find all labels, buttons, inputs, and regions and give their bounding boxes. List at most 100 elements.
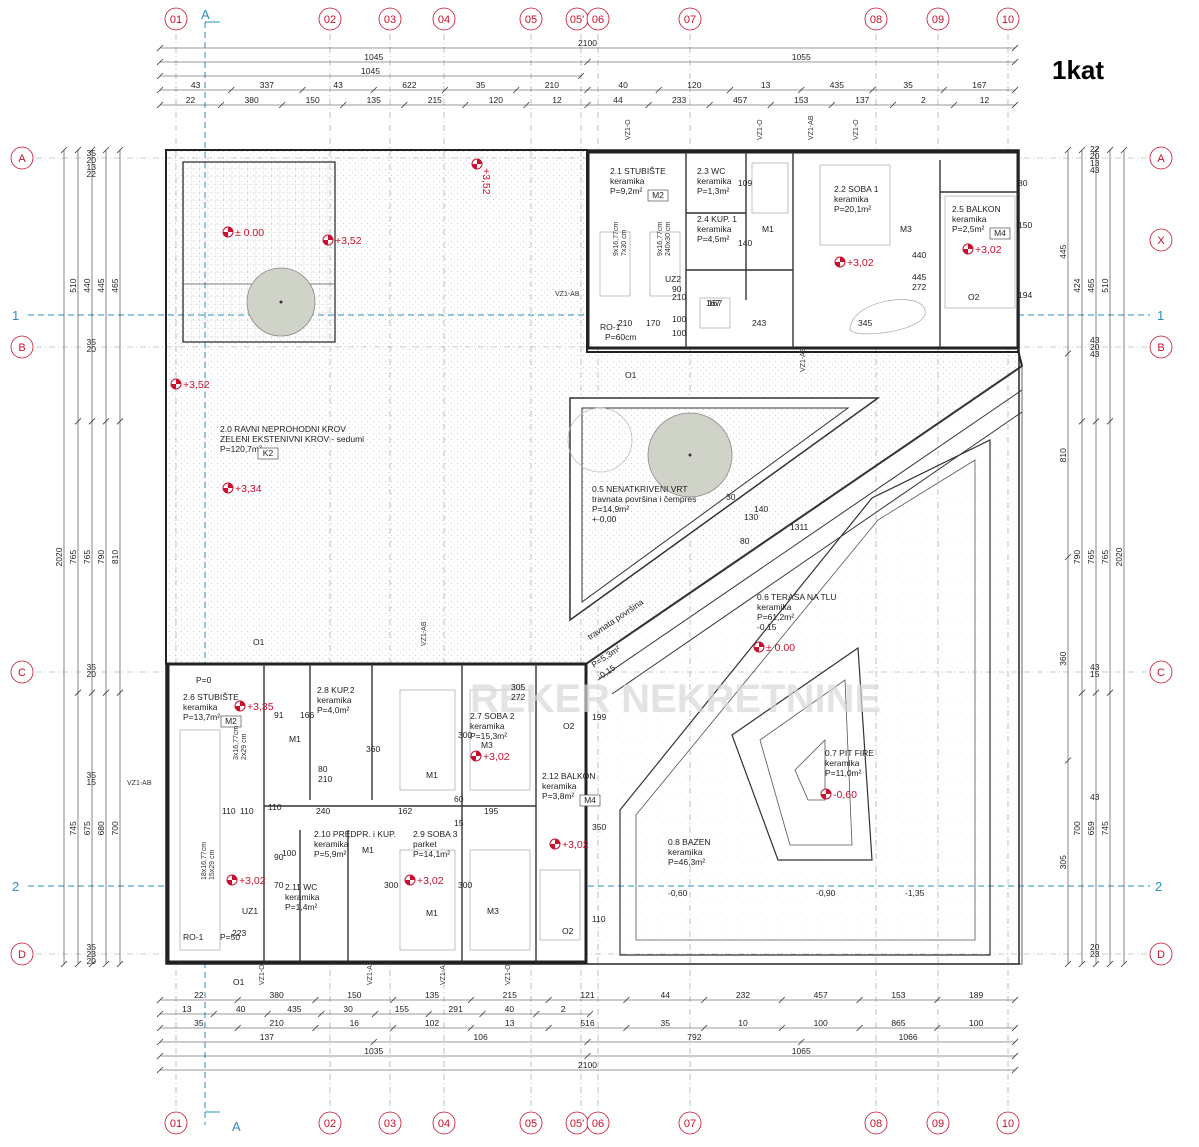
internal-dimension: 100 [672, 328, 686, 338]
vz-label: VZ1-AB [421, 621, 428, 646]
dimension-value: 22 [186, 95, 196, 105]
level-value: +3,02 [483, 751, 510, 763]
dimension-value: 2 [921, 95, 926, 105]
element-code: M3 [487, 906, 499, 916]
dimension-value: 100 [969, 1018, 983, 1028]
internal-dimension: 109 [738, 178, 752, 188]
row-bubble-D [1149, 942, 1173, 966]
element-code: M1 [362, 845, 374, 855]
column-bubble-06 [586, 1111, 610, 1135]
dimension-value-small: 20 [87, 344, 97, 354]
row-bubble-label: B [18, 342, 25, 354]
dimension-value: 510 [1100, 278, 1110, 292]
element-code: M1 [426, 908, 438, 918]
stair-note: 240x30 cm [665, 222, 672, 256]
stair-note: 7x30 cm [621, 229, 628, 256]
row-bubble-label: A [18, 153, 26, 165]
internal-dimension: 110 [592, 914, 606, 924]
room-label: keramika [183, 702, 218, 712]
vz-label: VZ1-O [853, 119, 860, 140]
dimension-value: 30 [343, 1004, 353, 1014]
dimension-value: 1035 [364, 1046, 383, 1056]
room-label: P=46,3m² [668, 857, 705, 867]
dimension-chain-left: 2020510765745440765675445790680465810700… [54, 146, 124, 968]
dimension-value: 765 [1100, 550, 1110, 564]
room-code: M2 [652, 190, 664, 200]
internal-dimension: 140 [738, 238, 752, 248]
internal-dimension: 80 [1018, 178, 1028, 188]
dimension-value: 35 [903, 80, 913, 90]
element-code: O2 [562, 926, 574, 936]
dimension-value: 790 [1072, 550, 1082, 564]
dimension-value: 233 [672, 95, 686, 105]
row-bubble-label: X [1157, 235, 1165, 247]
vz-label: VZ1-O [505, 964, 512, 985]
dimension-value: 100 [814, 1018, 828, 1028]
internal-dimension: 305 [511, 682, 525, 692]
dimension-value: 1066 [899, 1032, 918, 1042]
level-value: +3,02 [562, 839, 589, 851]
internal-dimension: 440 [912, 250, 926, 260]
dimension-value: 1055 [792, 52, 811, 62]
room-label: 2.2 SOBA 1 [834, 184, 879, 194]
row-bubble-label: C [1157, 667, 1165, 679]
pool-level-3: -1,35 [905, 888, 925, 898]
dimension-value-small: 23 [1090, 949, 1100, 959]
element-code: RO-1 [183, 932, 204, 942]
dimension-value: 215 [428, 95, 442, 105]
internal-dimension: 100 [672, 314, 686, 324]
element-code: RO-1 [600, 322, 621, 332]
dimension-value: 765 [82, 550, 92, 564]
room-label: parket [413, 839, 437, 849]
row-bubble-label: B [1157, 342, 1164, 354]
dimension-value: 305 [1058, 855, 1068, 869]
column-bubble-label: 04 [438, 14, 450, 26]
room-label: P=15,3m² [470, 731, 507, 741]
row-bubble-label: D [18, 949, 26, 961]
column-bubble-label: 08 [870, 1118, 882, 1130]
row-bubble-C [10, 660, 34, 684]
room-label: P=120,7m² [220, 444, 262, 454]
dimension-value: 44 [660, 990, 670, 1000]
column-bubble-label: 05 [525, 1118, 537, 1130]
internal-dimension: 345 [858, 318, 872, 328]
dimension-value-small: 13 [1090, 158, 1100, 168]
dimension-value: 232 [736, 990, 750, 1000]
pool [619, 439, 991, 956]
dimension-value: 120 [489, 95, 503, 105]
element-code: UZ1 [242, 906, 258, 916]
row-bubble-D [10, 942, 34, 966]
column-bubble-07 [678, 7, 702, 31]
dimension-value-small: 35 [87, 148, 97, 158]
dimension-value-small: 20 [1090, 942, 1100, 952]
dimension-value: 40 [618, 80, 628, 90]
dimension-value: 150 [347, 990, 361, 1000]
room-label: keramika [697, 176, 732, 186]
dimension-value-small: 22 [1090, 144, 1100, 154]
dimension-value: 210 [269, 1018, 283, 1028]
internal-dimension: 60 [454, 794, 464, 804]
room-label: P=4,5m² [697, 234, 730, 244]
level-markers: ± 0.00+3,52+3,52+3,52+3,34+3,02+3,02± 0.… [170, 158, 1002, 887]
element-code: P=60cm [605, 332, 636, 342]
internal-dimension: 130 [744, 512, 758, 522]
column-bubble-04 [432, 7, 456, 31]
dimension-value: 121 [580, 990, 594, 1000]
dimension-value: 445 [96, 278, 106, 292]
dimension-value-small: 20 [1090, 342, 1100, 352]
room-label: ZELENI EKSTENIVNI KROV - sedumi [220, 434, 364, 444]
room-label: 2.0 RAVNI NEPROHODNI KROV [220, 424, 346, 434]
pool-level-1: -0,60 [668, 888, 688, 898]
column-bubble-label: 06 [592, 1118, 604, 1130]
level-value: +3,35 [247, 701, 274, 713]
dimension-value: 13 [761, 80, 771, 90]
dimension-value: 44 [613, 95, 623, 105]
internal-dimension: 170 [646, 318, 660, 328]
watermark: REKER NEKRETNINE [470, 677, 881, 721]
column-bubble-02 [318, 7, 342, 31]
vz-label: VZ1-AB [127, 780, 152, 787]
